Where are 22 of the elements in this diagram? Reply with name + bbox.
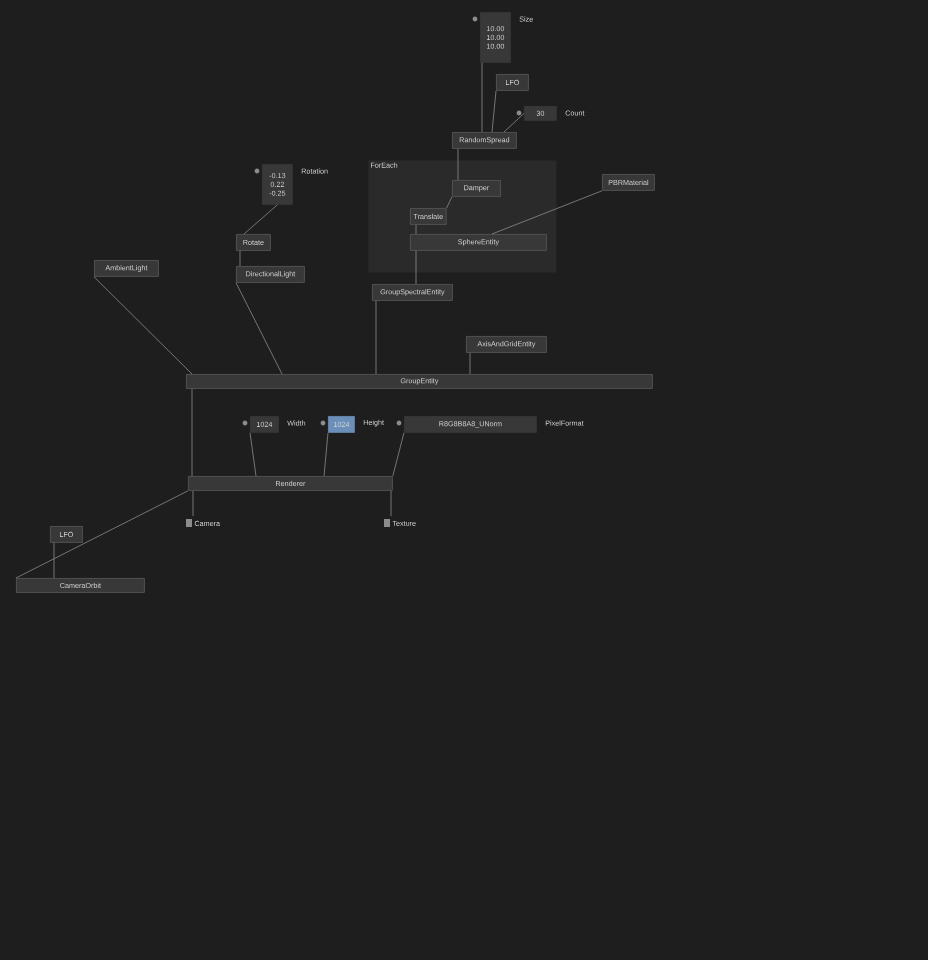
wire [446, 196, 453, 209]
wire [415, 250, 417, 285]
wire [15, 490, 189, 579]
wire [390, 490, 392, 517]
wire [375, 300, 377, 375]
wire [191, 388, 193, 477]
wire [93, 276, 193, 375]
wire [415, 224, 417, 235]
wire [491, 190, 603, 235]
wire [457, 148, 459, 181]
wire [249, 432, 257, 477]
wire [53, 542, 55, 579]
wire [192, 490, 194, 517]
wire [481, 62, 483, 133]
wire [235, 282, 283, 375]
wire [243, 204, 278, 235]
wire [392, 432, 405, 477]
wire [323, 432, 329, 477]
wire [469, 352, 471, 375]
wire [239, 250, 241, 267]
wire [491, 90, 497, 133]
wire [503, 113, 525, 133]
